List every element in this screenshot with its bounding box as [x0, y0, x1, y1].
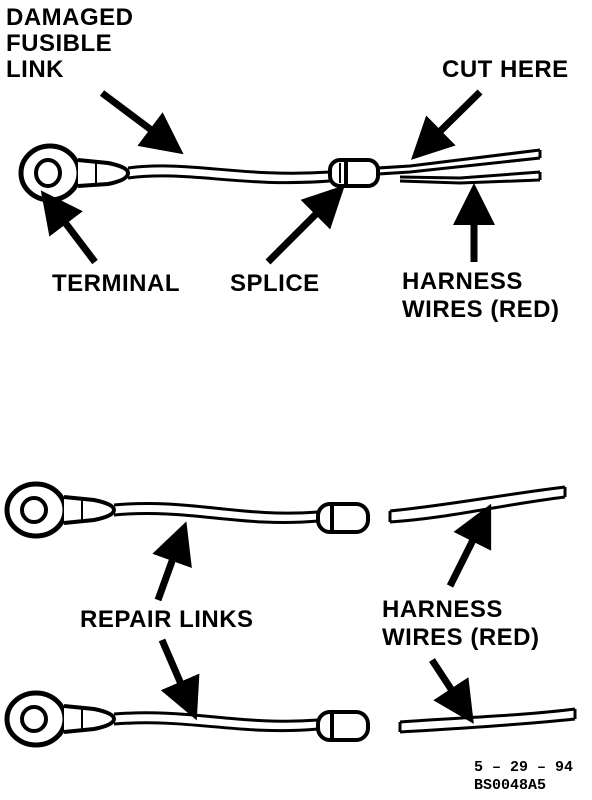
repair-link-upper-arrow	[152, 521, 192, 602]
damaged-label-line3: LINK	[6, 56, 64, 83]
damaged-label-line2: FUSIBLE	[6, 30, 113, 57]
date-code: 5 – 29 – 94	[474, 759, 574, 776]
damaged-link-arrow	[99, 90, 184, 155]
repair-link-lower-arrow	[158, 638, 200, 721]
figure-code: BS0048A5	[474, 777, 547, 794]
top-arrows	[40, 89, 495, 265]
terminal-arrow	[40, 190, 98, 265]
fusible-link-wire	[127, 164, 331, 185]
harness-top-label-line1: HARNESS	[402, 268, 523, 295]
harness-bottom-lower-arrow	[429, 658, 474, 724]
splice-arrow	[265, 185, 345, 265]
bottom-arrows	[152, 503, 492, 724]
harness-bottom-label-line1: HARNESS	[382, 596, 503, 623]
terminal-ring	[18, 143, 131, 203]
splice-label: SPLICE	[230, 270, 320, 297]
repair-link-upper	[4, 481, 370, 539]
damaged-label-line1: DAMAGED	[6, 4, 134, 31]
harness-bottom-label-line2: WIRES (RED)	[382, 624, 540, 651]
harness-wire-lower	[398, 707, 577, 734]
harness-wire-upper	[388, 485, 567, 524]
terminal-label: TERMINAL	[52, 270, 180, 297]
harness-wires-top	[377, 148, 542, 185]
harness-top-label-line2: WIRES (RED)	[402, 296, 560, 323]
cut-here-arrow	[411, 89, 483, 160]
cut-here-label: CUT HERE	[442, 56, 569, 83]
repair-link-lower	[4, 690, 370, 748]
repair-links-label: REPAIR LINKS	[80, 606, 254, 633]
splice	[328, 158, 380, 188]
damaged-fusible-link-assembly	[18, 143, 542, 203]
harness-bottom-upper-arrow	[446, 503, 492, 588]
